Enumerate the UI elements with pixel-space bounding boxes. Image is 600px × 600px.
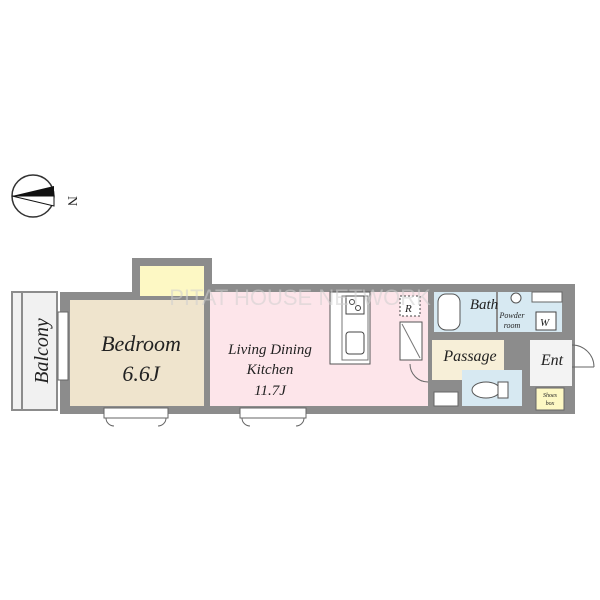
bath-label: Bath (470, 297, 498, 313)
shoes-box-label-line1: Shoes (543, 393, 558, 399)
shoes-box (535, 387, 565, 411)
ldk-label-line1: Living Dining (227, 342, 312, 358)
powder-room-label-line1: Powder (499, 311, 526, 320)
ldk-window (239, 407, 307, 419)
toilet-icon (471, 381, 501, 399)
balcony-label: Balcony (31, 318, 53, 384)
ldk-label-line2: Kitchen (246, 362, 294, 378)
washer-label: W (540, 317, 550, 329)
living-dining-kitchen (210, 292, 428, 406)
sink-icon (345, 331, 365, 355)
bedroom-size: 6.6J (122, 361, 161, 386)
compass: N (11, 174, 79, 218)
compass-north-label: N (64, 196, 79, 206)
passage-label: Passage (442, 348, 496, 365)
closet (140, 266, 204, 296)
ldk-door[interactable] (409, 363, 429, 383)
powder-room-label-line2: room (504, 321, 521, 330)
entrance-door[interactable] (571, 344, 595, 368)
refrigerator-space (399, 295, 421, 317)
shoes-box-label-line2: box (546, 401, 555, 407)
ldk-size: 11.7J (254, 383, 287, 399)
bedroom-window (103, 407, 169, 419)
balcony-window (57, 311, 69, 381)
washbasin-icon (510, 292, 522, 304)
bedroom-label: Bedroom (101, 331, 181, 356)
entrance (530, 340, 572, 386)
refrigerator-label: R (404, 303, 412, 315)
entrance-label: Ent (540, 352, 564, 369)
bathtub-icon (437, 293, 461, 331)
watermark: PITAT HOUSE NETWORK (169, 285, 431, 310)
bedroom (70, 300, 204, 406)
washer-space (535, 311, 557, 331)
balcony-area (11, 291, 58, 411)
